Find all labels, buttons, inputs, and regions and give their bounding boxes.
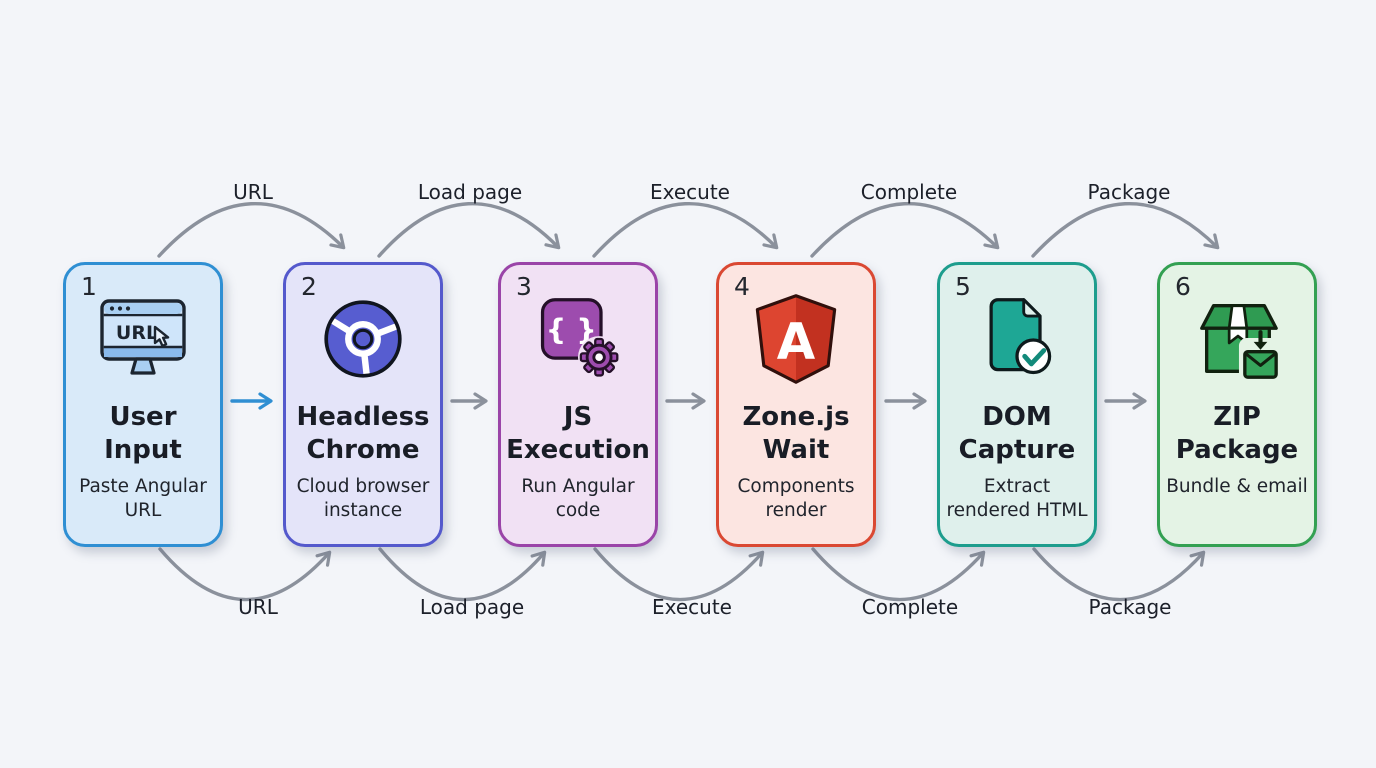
chrome-icon [324, 300, 402, 378]
step-number: 3 [516, 272, 532, 301]
svg-text:URL: URL [116, 322, 158, 344]
step-subtitle: Extract rendered HTML [946, 476, 1088, 521]
flow-label-loadpage-top: Load page [417, 180, 523, 204]
flow-label-complete-bottom: Complete [861, 595, 959, 619]
step-number: 6 [1175, 272, 1191, 301]
angular-shield-icon: A [755, 294, 837, 384]
document-check-icon [989, 298, 1052, 375]
flow-label-url-bottom: URL [238, 595, 278, 619]
flow-label-package-bottom: Package [1088, 595, 1172, 619]
step-number: 5 [955, 272, 971, 301]
step-subtitle: Components render [737, 476, 855, 521]
flow-label-execute-bottom: Execute [652, 595, 732, 619]
step-number: 1 [81, 272, 97, 301]
flow-label-package-top: Package [1087, 180, 1171, 204]
monitor-url-icon: URL [100, 299, 186, 375]
flow-label-execute-top: Execute [650, 180, 730, 204]
flow-label-loadpage-bottom: Load page [419, 595, 525, 619]
code-gear-icon: { } [540, 298, 621, 379]
step-subtitle: Paste Angular URL [79, 476, 207, 521]
step-subtitle: Run Angular code [521, 476, 635, 521]
package-email-icon [1200, 304, 1283, 382]
flow-label-complete-top: Complete [860, 180, 958, 204]
flow-label-url-top: URL [233, 180, 273, 204]
step-card-js-execution: 3 { } [498, 262, 658, 547]
step-subtitle: Cloud browser instance [296, 476, 430, 521]
step-number: 4 [734, 272, 750, 301]
svg-text:A: A [777, 312, 816, 370]
step-subtitle: Bundle & email [1166, 476, 1308, 497]
step-number: 2 [301, 272, 317, 301]
